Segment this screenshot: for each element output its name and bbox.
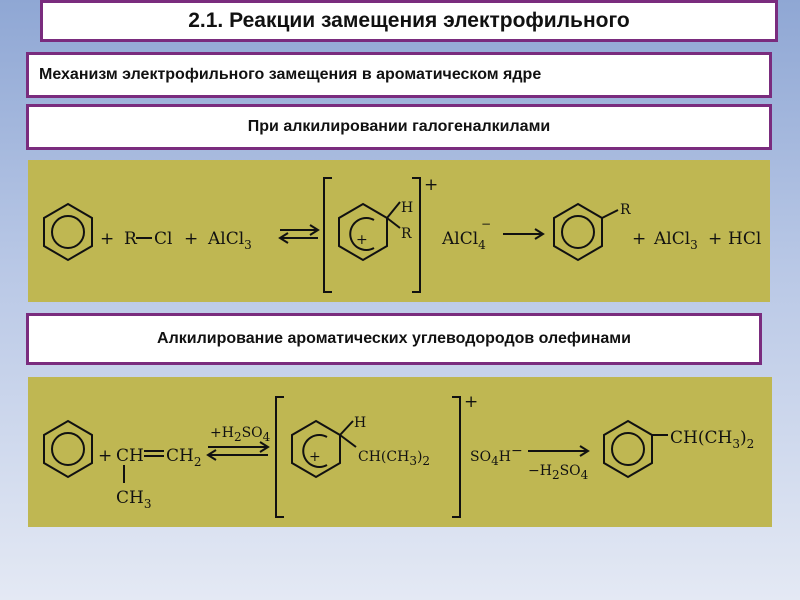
forward-reagent-label: +H2SO4	[210, 425, 271, 444]
complex-h-label: H	[354, 415, 366, 431]
aromatic-circle-icon	[51, 215, 85, 249]
reaction1-panel: + R Cl + AlCl3 + H R + AlCl4 − R + AlCl3…	[28, 160, 770, 302]
plus-sign: +	[708, 229, 722, 249]
olefin-ch: CH	[116, 446, 144, 466]
product-r-label: R	[620, 202, 631, 218]
left-bracket	[323, 177, 332, 293]
mechanism-heading: Механизм электрофильного замещения в аро…	[26, 52, 772, 98]
ring-charge: +	[356, 232, 368, 248]
plus-sign: +	[98, 446, 112, 466]
backward-reagent-label: −H2SO4	[528, 463, 589, 482]
complex-group-label: CH(CH3)2	[358, 449, 430, 468]
plus-sign: +	[100, 229, 114, 249]
cl-symbol: Cl	[154, 229, 172, 249]
complex-r-label: R	[401, 226, 412, 242]
product-group-label: CH(CH3)2	[670, 428, 754, 451]
hcl-byproduct: HCl	[728, 229, 761, 249]
plus-sign: +	[184, 229, 198, 249]
slide-title: 2.1. Реакции замещения электрофильного	[40, 0, 778, 42]
partial-ring-arc-icon	[302, 434, 328, 468]
benzene-ring-icon	[43, 202, 93, 262]
partial-ring-arc-icon	[349, 217, 375, 251]
left-bracket	[275, 396, 284, 518]
olefin-ch2: CH2	[166, 446, 201, 469]
complex-charge: +	[464, 392, 478, 412]
catalyst-formula: AlCl3	[207, 229, 252, 252]
section2-heading: Алкилирование ароматических углеводородо…	[26, 313, 762, 365]
complex-charge: +	[424, 175, 438, 195]
product-aromatic-circle-icon	[611, 432, 645, 466]
right-bracket	[412, 177, 421, 293]
regenerated-catalyst: AlCl3	[653, 229, 698, 252]
section1-heading: При алкилировании галогеналкилами	[26, 104, 772, 150]
complex-h-label: H	[401, 200, 413, 216]
benzene-ring-icon	[43, 419, 93, 479]
r-symbol: R	[124, 229, 138, 249]
product-aromatic-circle-icon	[561, 215, 595, 249]
olefin-ch3: CH3	[116, 488, 151, 511]
right-bracket	[452, 396, 461, 518]
anion-formula: AlCl4	[441, 229, 486, 252]
anion-charge: −	[481, 217, 491, 231]
ring-charge: +	[309, 449, 321, 465]
aromatic-circle-icon	[51, 432, 85, 466]
reaction2-panel: + CH CH2 CH3 +H2SO4 + H CH(CH3)2 + SO4H−…	[28, 377, 772, 527]
reaction2-scheme: + CH CH2 CH3 +H2SO4 + H CH(CH3)2 + SO4H−…	[43, 392, 754, 518]
reaction1-scheme: + R Cl + AlCl3 + H R + AlCl4 − R + AlCl3…	[43, 175, 761, 293]
plus-sign: +	[632, 229, 646, 249]
anion-formula: SO4H−	[470, 443, 523, 468]
